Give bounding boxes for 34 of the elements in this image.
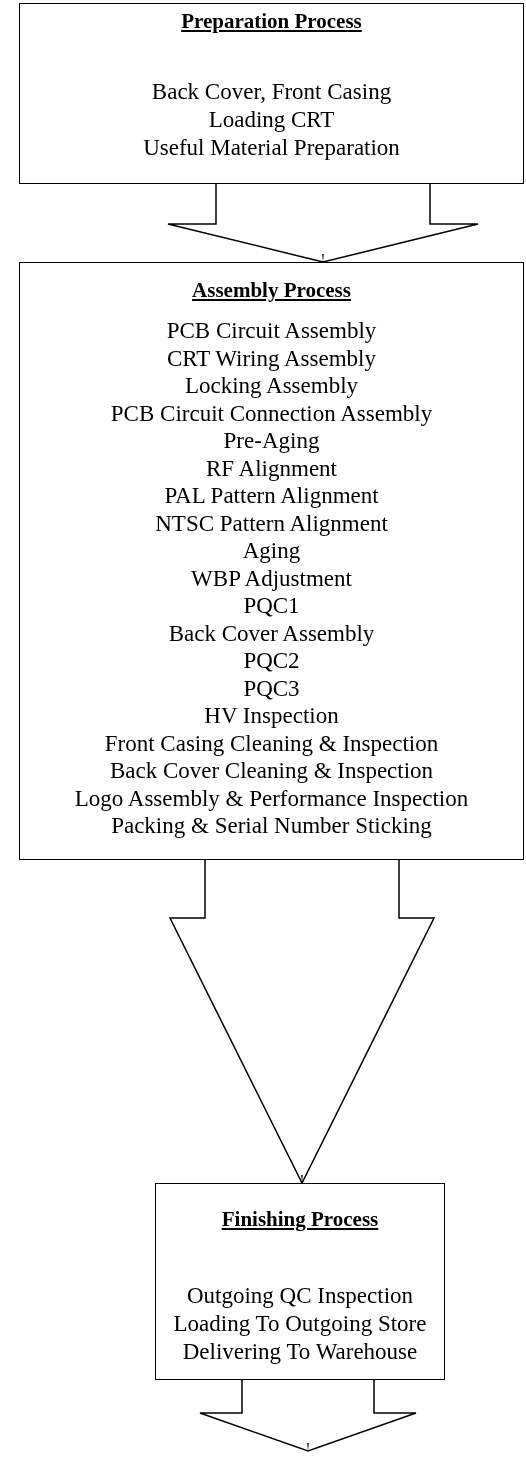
process-box bbox=[155, 1183, 445, 1380]
process-step: Delivering To Warehouse bbox=[182, 1338, 418, 1366]
process-heading: Finishing Process bbox=[221, 1206, 379, 1232]
process-step: Back Cover, Front Casing bbox=[151, 78, 392, 106]
process-step: Outgoing QC Inspection bbox=[186, 1282, 414, 1310]
process-step: PQC3 bbox=[243, 674, 300, 702]
process-box bbox=[19, 262, 524, 860]
process-step: Loading CRT bbox=[208, 106, 335, 134]
process-heading: Preparation Process bbox=[181, 8, 362, 34]
process-step: PQC2 bbox=[243, 647, 300, 675]
block-arrow bbox=[199, 1379, 417, 1452]
process-step: Logo Assembly & Performance Inspection bbox=[74, 784, 469, 812]
process-heading: Assembly Process bbox=[192, 277, 351, 303]
process-step: CRT Wiring Assembly bbox=[167, 344, 376, 372]
process-step: NTSC Pattern Alignment bbox=[155, 509, 388, 537]
process-step: HV Inspection bbox=[204, 702, 339, 730]
process-step: PCB Circuit Assembly bbox=[166, 317, 377, 345]
process-step: PAL Pattern Alignment bbox=[164, 482, 379, 510]
process-step: PCB Circuit Connection Assembly bbox=[110, 399, 433, 427]
process-box bbox=[19, 3, 524, 184]
process-step: Back Cover Assembly bbox=[168, 619, 375, 647]
block-arrow bbox=[167, 183, 479, 263]
process-step: Locking Assembly bbox=[184, 372, 359, 400]
process-step: Useful Material Preparation bbox=[143, 134, 400, 162]
process-step: Front Casing Cleaning & Inspection bbox=[104, 729, 439, 757]
process-step: Pre-Aging bbox=[223, 427, 320, 455]
process-step: RF Alignment bbox=[206, 454, 337, 482]
process-step: WBP Adjustment bbox=[191, 564, 352, 592]
process-step: Aging bbox=[242, 537, 301, 565]
process-step: Packing & Serial Number Sticking bbox=[111, 812, 432, 840]
process-step: PQC1 bbox=[243, 592, 300, 620]
process-step: Loading To Outgoing Store bbox=[173, 1310, 427, 1338]
process-step: Back Cover Cleaning & Inspection bbox=[109, 757, 434, 785]
block-arrow bbox=[168, 859, 436, 1185]
